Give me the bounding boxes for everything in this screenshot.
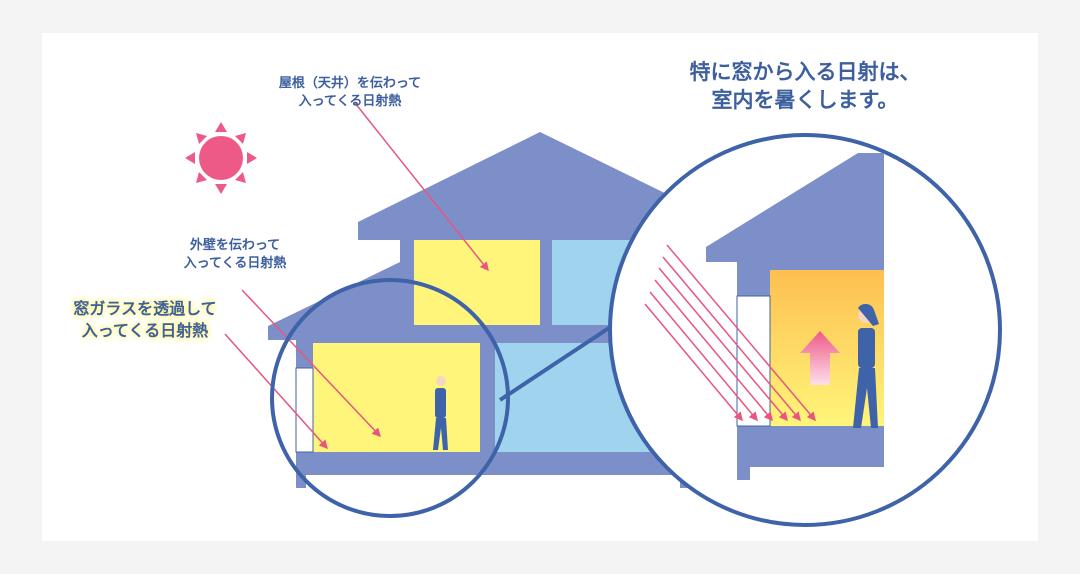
headline: 特に窓から入る日射は、室内を暑くします。 [689,60,921,113]
window-heat-label: 窓ガラスを透過して入ってくる日射熱 [73,299,217,340]
wall-heat-label: 外壁を伝わって入ってくる日射熱 [183,238,287,271]
detail-section [644,153,884,480]
lower-warm-room [313,343,480,452]
sun-icon [185,122,257,194]
window [295,367,314,453]
heat-rise-arrow-icon [800,331,840,385]
roof-heat-label: 屋根（天井）を伝わって入ってくる日射熱 [278,76,422,109]
zoom-connector [498,320,620,402]
zoom-circle-small [270,278,510,518]
heat-rays [224,102,489,450]
upper-warm-room [414,240,540,325]
person-icon [433,376,448,450]
detail-person-icon [853,303,879,428]
window-rays [644,244,816,422]
